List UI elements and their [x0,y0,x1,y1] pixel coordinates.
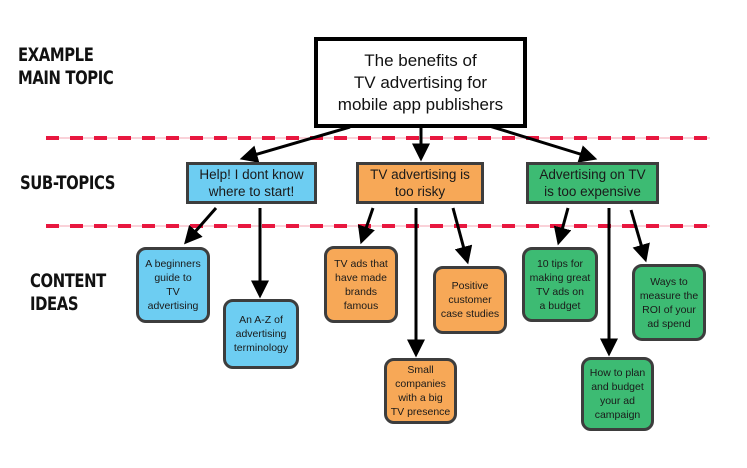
sub-topic-risky: TV advertising is too risky [356,162,484,204]
arrow-help-to-beginners [184,207,218,245]
content-idea-line: An A-Z of [239,314,283,326]
content-idea-famous-ads: TV ads that have made brands famous [324,246,398,323]
content-idea-line: Ways to [650,275,688,288]
row-label-line: MAIN TOPIC [18,67,114,89]
content-idea-line: famous [343,299,379,312]
content-idea-line: advertising [235,328,287,340]
content-idea-line: 10 tips for [536,257,584,270]
content-idea-line: TV presence [390,406,451,418]
row-label-line: SUB-TOPICS [20,172,115,194]
main-topic-line: The benefits of [364,50,477,70]
content-idea-line: A beginners [145,258,201,270]
arrow-main-to-help [239,125,351,163]
sub-topic-line: TV advertising is [370,167,470,182]
row-label-line: CONTENT [30,270,106,292]
arrow-main-to-expensive [485,123,598,163]
sub-topic-line: Advertising on TV [539,167,646,182]
content-idea-measure-roi: Ways to measure the ROI of your ad spend [632,264,706,341]
main-topic-line: mobile app publishers [337,94,504,114]
content-idea-line: making great [529,271,591,284]
content-idea-line: customer [448,294,492,306]
sub-topic-line: where to start! [208,184,295,199]
row-label-line: EXAMPLE [18,44,94,66]
content-idea-line: Small [407,364,434,376]
content-idea-line: How to plan [589,367,646,379]
content-idea-line: with a big [398,392,443,404]
content-idea-line: companies [395,378,446,390]
content-idea-line: TV [166,286,180,298]
row-label-content-ideas: CONTENT IDEAS [30,270,106,316]
row-label-main-topic: EXAMPLE MAIN TOPIC [18,44,114,90]
content-idea-line: and budget [591,381,644,393]
content-idea-line: case studies [440,308,500,320]
content-idea-line: measure the [639,289,699,302]
content-idea-line: guide to [154,272,192,284]
content-idea-line: brands [344,285,378,298]
sub-topic-line: is too expensive [544,184,641,199]
row-label-sub-topics: SUB-TOPICS [20,172,115,195]
content-idea-line: have made [335,271,387,284]
content-idea-line: your ad [599,395,635,407]
content-idea-line: TV ads that [334,257,388,270]
content-idea-plan-budget: How to plan and budget your ad campaign [581,357,654,431]
content-idea-line: TV ads on [536,285,584,298]
content-idea-line: terminology [233,342,289,354]
sub-topic-line: too risky [394,184,446,199]
sub-topic-help: Help! I dont know where to start! [186,162,317,204]
sub-topic-expensive: Advertising on TV is too expensive [526,162,659,204]
content-idea-small-companies: Small companies with a big TV presence [384,358,457,424]
content-idea-line: ad spend [647,317,691,330]
content-idea-line: advertising [147,300,199,312]
sub-topic-line: Help! I dont know [199,167,304,182]
content-idea-a-z-terminology: An A-Z of advertising terminology [223,299,299,369]
content-idea-line: campaign [594,409,641,421]
main-topic-box: The benefits of TV advertising for mobil… [314,37,527,128]
content-idea-line: ROI of your [642,303,696,316]
arrow-expensive-to-roi [629,209,650,263]
content-idea-line: Positive [451,280,489,292]
arrow-risky-to-famous [357,207,375,245]
content-idea-beginners-guide: A beginners guide to TV advertising [136,247,210,323]
main-topic-line: TV advertising for [353,72,488,92]
arrow-risky-to-cases [451,207,473,265]
row-label-line: IDEAS [30,293,79,315]
content-idea-case-studies: Positive customer case studies [433,266,507,334]
content-idea-line: a budget [539,299,581,312]
arrow-expensive-to-tips [553,207,572,246]
content-idea-10-tips: 10 tips for making great TV ads on a bud… [522,247,598,322]
